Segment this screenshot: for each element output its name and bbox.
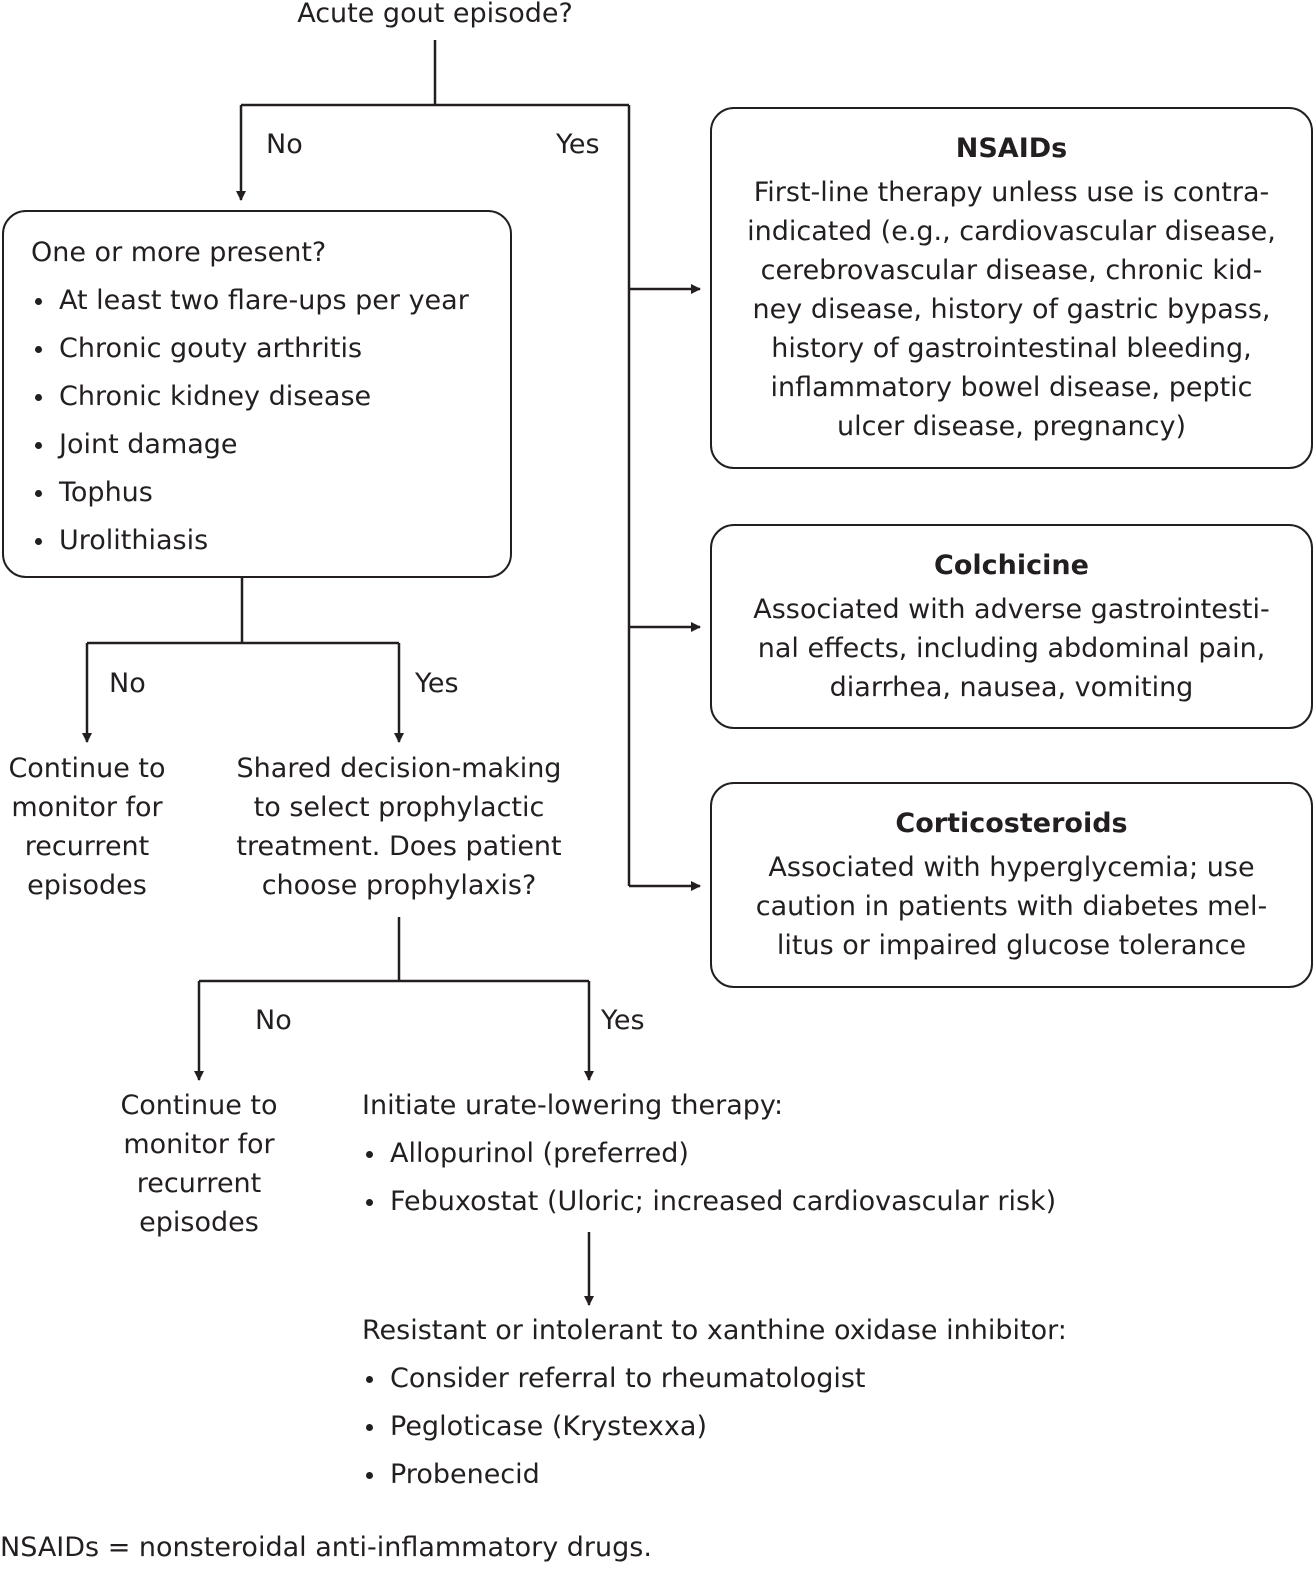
urate-list: Allopurinol (preferred) Febuxostat (Ulor… — [362, 1130, 1056, 1226]
label-decision-yes: Yes — [601, 1005, 645, 1036]
corticosteroids-line: caution in patients with diabetes mel- — [755, 891, 1268, 922]
criteria-item: Chronic kidney disease — [31, 373, 510, 421]
nsaids-box: NSAIDs First-line therapy unless use is … — [710, 107, 1313, 469]
criteria-heading: One or more present? — [31, 237, 327, 268]
nsaids-line: inflammatory bowel disease, peptic — [770, 372, 1253, 403]
colchicine-line: diarrhea, nausea, vomiting — [829, 672, 1194, 703]
shared-decision-line: treatment. Does patient — [236, 831, 562, 862]
label-criteria-yes: Yes — [415, 668, 459, 699]
nsaids-line: First-line therapy unless use is contra- — [753, 177, 1270, 208]
corticosteroids-line: Associated with hyperglycemia; use — [768, 852, 1255, 883]
label-start-yes: Yes — [556, 129, 600, 160]
shared-decision-node: Shared decision-making to select prophyl… — [219, 749, 579, 905]
urate-item: Febuxostat (Uloric; increased cardiovasc… — [362, 1178, 1056, 1226]
resistant-item: Probenecid — [362, 1451, 1067, 1499]
criteria-item: Joint damage — [31, 421, 510, 469]
monitor-1-line: monitor for — [11, 792, 163, 823]
corticosteroids-line: litus or impaired glucose tolerance — [776, 930, 1247, 961]
start-question: Acute gout episode? — [297, 0, 573, 29]
colchicine-line: Associated with adverse gastrointesti- — [753, 594, 1270, 625]
resistant-item: Consider referral to rheumatologist — [362, 1355, 1067, 1403]
colchicine-title: Colchicine — [934, 550, 1089, 581]
nsaids-line: ulcer disease, pregnancy) — [837, 411, 1186, 442]
urate-lowering-node: Initiate urate-lowering therapy: Allopur… — [362, 1082, 1056, 1226]
corticosteroids-box: Corticosteroids Associated with hypergly… — [710, 782, 1313, 988]
nsaids-line: cerebrovascular disease, chronic kid- — [760, 255, 1263, 286]
shared-decision-line: to select prophylactic — [253, 792, 545, 823]
criteria-item: At least two flare-ups per year — [31, 277, 510, 325]
resistant-heading: Resistant or intolerant to xanthine oxid… — [362, 1315, 1067, 1346]
nsaids-line: history of gastrointestinal bleeding, — [771, 333, 1252, 364]
monitor-1-line: recurrent — [24, 831, 150, 862]
monitor-2-line: monitor for — [123, 1129, 275, 1160]
footnote: NSAIDs = nonsteroidal anti-inflammatory … — [0, 1532, 652, 1563]
colchicine-body: Associated with adverse gastrointesti- n… — [722, 590, 1301, 707]
monitor-1-line: episodes — [27, 870, 147, 901]
label-decision-no: No — [255, 1005, 292, 1036]
urate-item: Allopurinol (preferred) — [362, 1130, 1056, 1178]
monitor-2-line: recurrent — [136, 1168, 262, 1199]
monitor-node-1: Continue to monitor for recurrent episod… — [0, 749, 174, 905]
nsaids-body: First-line therapy unless use is contra-… — [722, 173, 1301, 446]
label-criteria-no: No — [109, 668, 146, 699]
resistant-node: Resistant or intolerant to xanthine oxid… — [362, 1307, 1067, 1499]
monitor-2-line: Continue to — [120, 1090, 278, 1121]
resistant-item: Pegloticase (Krystexxa) — [362, 1403, 1067, 1451]
monitor-node-2: Continue to monitor for recurrent episod… — [110, 1086, 288, 1242]
criteria-item: Chronic gouty arthritis — [31, 325, 510, 373]
colchicine-box: Colchicine Associated with adverse gastr… — [710, 524, 1313, 729]
nsaids-line: indicated (e.g., cardiovascular disease, — [747, 216, 1276, 247]
nsaids-title: NSAIDs — [955, 133, 1068, 164]
resistant-list: Consider referral to rheumatologist Pegl… — [362, 1355, 1067, 1499]
monitor-1-line: Continue to — [8, 753, 166, 784]
corticosteroids-title: Corticosteroids — [895, 808, 1128, 839]
criteria-item: Urolithiasis — [31, 517, 510, 565]
nsaids-line: ney disease, history of gastric bypass, — [752, 294, 1271, 325]
shared-decision-line: Shared decision-making — [236, 753, 562, 784]
monitor-2-line: episodes — [139, 1207, 259, 1238]
colchicine-line: nal effects, including abdominal pain, — [757, 633, 1266, 664]
shared-decision-line: choose prophylaxis? — [261, 870, 537, 901]
criteria-item: Tophus — [31, 469, 510, 517]
label-start-no: No — [266, 129, 303, 160]
corticosteroids-body: Associated with hyperglycemia; use cauti… — [722, 848, 1301, 965]
urate-heading: Initiate urate-lowering therapy: — [362, 1090, 784, 1121]
criteria-box: One or more present? At least two flare-… — [2, 210, 512, 578]
criteria-list: At least two flare-ups per year Chronic … — [31, 277, 510, 565]
